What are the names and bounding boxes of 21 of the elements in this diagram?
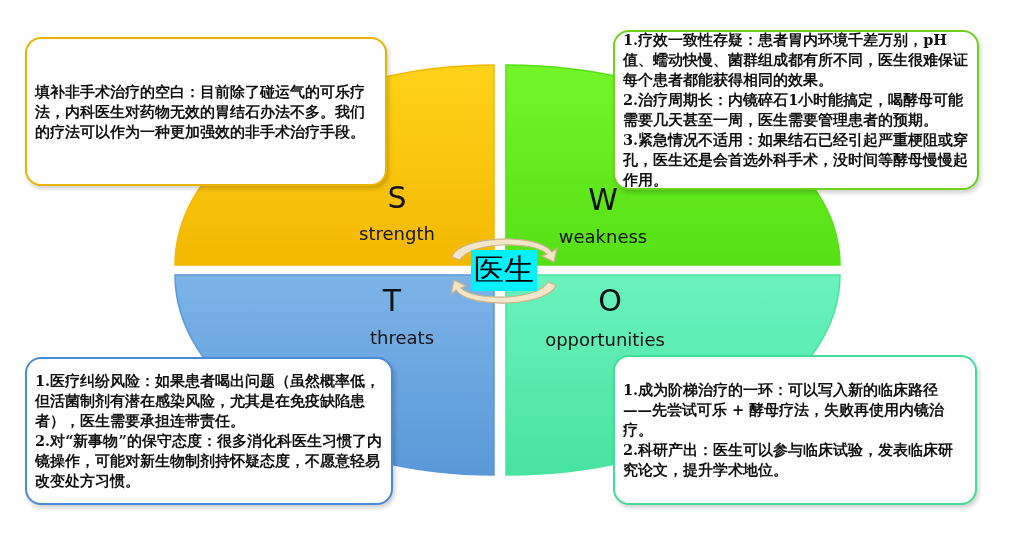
callout-text: 2.对“新事物”的保守态度：很多消化科医生习惯了内镜操作，可能对新生物制剂持怀疑态度，不愿意轻易改变处方习惯。 [35, 431, 383, 491]
center-label: 医生 [471, 250, 537, 291]
callout-text: 1.疗效一致性存疑：患者胃内环境千差万别，pH值、蠕动快慢、菌群组成都有所不同，医生很难保证每个患者都能获得相同的效果。 [623, 30, 969, 90]
callout-text: 3.紧急情况不适用：如果结石已经引起严重梗阻或穿孔，医生还是会首选外科手术，没时间等酵母慢慢起作用。 [623, 130, 969, 190]
callout-text: 2.科研产出：医生可以参与临床试验，发表临床研究论文，提升学术地位。 [623, 440, 955, 480]
quadrant-label: threats [370, 327, 434, 349]
callout-box [25, 357, 393, 505]
quadrant-label: strength [359, 223, 435, 245]
callout-text: 1.医疗纠纷风险：如果患者喝出问题（虽然概率低，但活菌制剂有潜在感染风险，尤其是在免疫缺陷患者），医生需要承担连带责任。 [35, 371, 382, 431]
quadrant-letter: O [598, 285, 622, 317]
callout-box [613, 30, 979, 190]
callout-text: 2.治疗周期长：内镜碎石1小时能搞定，喝酵母可能需要几天甚至一周，医生需要管理患者的预期。 [623, 90, 965, 130]
callout-text: 填补非手术治疗的空白：目前除了碰运气的可乐疗法，内科医生对药物无效的胃结石办法不多。我们的疗法可以作为一种更加强效的非手术治疗手段。 [35, 81, 366, 142]
quadrant-letter: T [382, 285, 402, 317]
callout-box [25, 37, 387, 186]
quadrant-label: weakness [558, 226, 648, 248]
quadrant-label: opportunities [545, 329, 665, 351]
quadrant-letter: S [387, 182, 407, 214]
callout-box [613, 355, 977, 505]
quadrant-letter: W [588, 184, 618, 216]
callout-text: 1.成为阶梯治疗的一环：可以写入新的临床路径——先尝试可乐 + 酵母疗法，失败再使用内镜治疗。 [623, 380, 946, 440]
